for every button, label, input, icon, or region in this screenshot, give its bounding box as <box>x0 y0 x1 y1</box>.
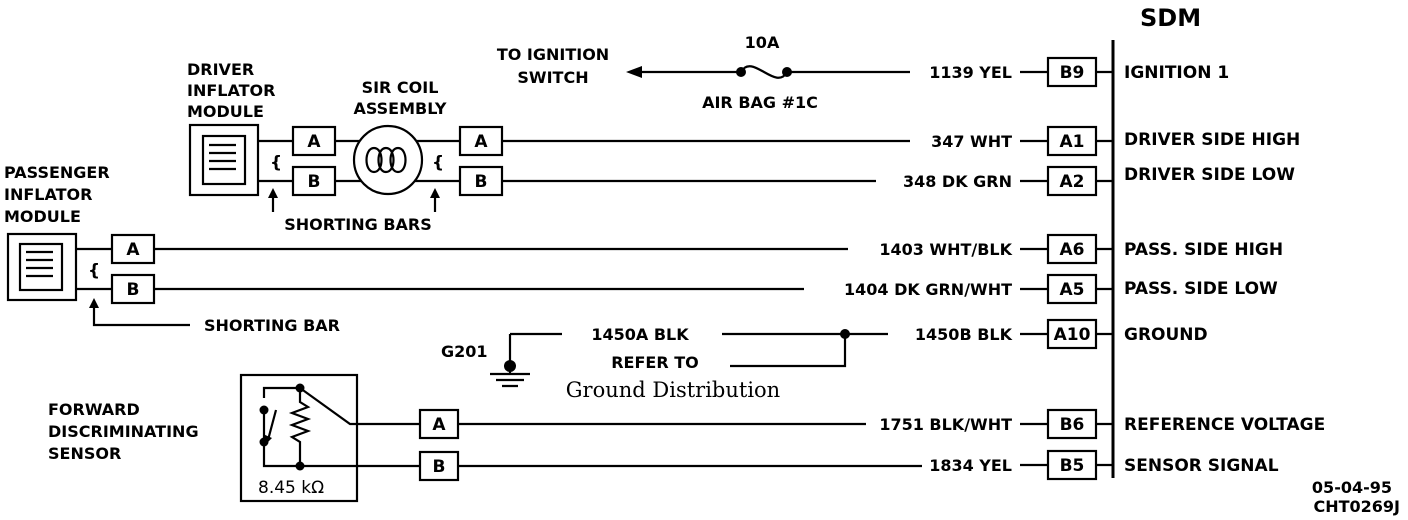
shorting-bars-callout: SHORTING BARS <box>268 188 440 234</box>
connector-a: A <box>474 132 488 152</box>
driver-module-label-1: DRIVER <box>187 60 254 79</box>
pin-label: A1 <box>1060 132 1085 152</box>
sdm-pin-b6: B6 REFERENCE VOLTAGE 1751 BLK/WHT <box>879 408 1325 440</box>
arrow-up-icon <box>268 188 278 198</box>
inflator-icon <box>26 250 53 278</box>
sensor-label-3: SENSOR <box>48 444 121 463</box>
sensor-label-2: DISCRIMINATING <box>48 422 199 441</box>
wire-label: 1751 BLK/WHT <box>879 415 1012 434</box>
ground-wire-a: 1450A BLK <box>591 325 689 344</box>
shorting-bars-label: SHORTING BARS <box>284 215 432 234</box>
sdm-title: SDM <box>1140 4 1201 32</box>
pin-label: B6 <box>1060 415 1085 435</box>
forward-discriminating-sensor: FORWARD DISCRIMINATING SENSOR 8.45 kΩ A … <box>48 373 922 503</box>
wire-label: 1404 DK GRN/WHT <box>844 280 1012 299</box>
sdm-pin-a1: A1 DRIVER SIDE HIGH 347 WHT <box>931 125 1300 157</box>
arrow-up-icon <box>430 188 440 198</box>
shorting-bar-bracket: { <box>88 261 100 281</box>
shorting-bar-bracket: { <box>270 153 282 173</box>
sdm-pin-a10: A10 GROUND 1450B BLK <box>915 318 1208 350</box>
pin-function: REFERENCE VOLTAGE <box>1124 415 1325 435</box>
switch-icon <box>266 409 278 441</box>
sir-coil-label-2: ASSEMBLY <box>353 99 446 118</box>
connector-b: B <box>433 457 446 477</box>
ground-distribution-link[interactable]: Ground Distribution <box>566 378 780 402</box>
resistor-icon <box>288 388 312 466</box>
wire-label: 347 WHT <box>931 132 1012 151</box>
wire-label: 1450B BLK <box>915 325 1013 344</box>
sdm-pin-a2: A2 DRIVER SIDE LOW 348 DK GRN <box>903 165 1295 197</box>
to-ignition-label: TO IGNITION <box>497 45 609 64</box>
ground-icon <box>490 372 530 388</box>
pin-label: B9 <box>1060 63 1085 83</box>
ignition-circuit: TO IGNITION SWITCH 10A AIR BAG #1C <box>497 33 910 112</box>
connector-b: B <box>308 172 321 192</box>
arrow-left-icon <box>626 66 642 78</box>
sensor-resistance: 8.45 kΩ <box>258 478 324 498</box>
arrow-up-icon <box>89 298 99 308</box>
passenger-inflator-module: PASSENGER INFLATOR MODULE { A B SHORTING… <box>4 163 848 335</box>
sir-coil-assembly: SIR COIL ASSEMBLY { A B <box>335 78 910 197</box>
shorting-bar-bracket: { <box>432 153 444 173</box>
pin-label: A10 <box>1054 325 1091 345</box>
pin-label: B5 <box>1060 456 1085 476</box>
connector-a: A <box>126 240 140 260</box>
wire-label: 348 DK GRN <box>903 172 1012 191</box>
driver-module-label-2: INFLATOR <box>187 81 275 100</box>
pin-function: DRIVER SIDE LOW <box>1124 165 1295 185</box>
sdm-pin-a6: A6 PASS. SIDE HIGH 1403 WHT/BLK <box>879 233 1283 265</box>
driver-module-label-3: MODULE <box>187 102 264 121</box>
pin-label: A2 <box>1060 172 1085 192</box>
connector-b: B <box>475 172 488 192</box>
ground-point: G201 <box>441 342 488 361</box>
fuse-rating: 10A <box>745 33 780 52</box>
connector-a: A <box>307 132 321 152</box>
shorting-bar-label: SHORTING BAR <box>204 316 340 335</box>
passenger-module-label-3: MODULE <box>4 207 81 226</box>
footer-date: 05-04-95 <box>1312 478 1392 497</box>
wire-label: 1403 WHT/BLK <box>879 240 1012 259</box>
connector-a: A <box>432 415 446 435</box>
pin-function: IGNITION 1 <box>1124 63 1229 83</box>
pin-function: DRIVER SIDE HIGH <box>1124 130 1300 150</box>
passenger-module-label-1: PASSENGER <box>4 163 110 182</box>
passenger-module-label-2: INFLATOR <box>4 185 92 204</box>
to-ignition-label-2: SWITCH <box>517 68 588 87</box>
sdm-pin-b5: B5 SENSOR SIGNAL 1834 YEL <box>929 449 1279 481</box>
pin-function: PASS. SIDE LOW <box>1124 279 1278 299</box>
ground-circuit: G201 1450A BLK REFER TO Ground Distribut… <box>441 325 888 402</box>
sensor-label-1: FORWARD <box>48 400 140 419</box>
sir-coil-label-1: SIR COIL <box>362 78 439 97</box>
wire-label: 1139 YEL <box>929 63 1012 82</box>
inflator-icon <box>209 143 236 171</box>
sdm-pin-a5: A5 PASS. SIDE LOW 1404 DK GRN/WHT <box>844 273 1278 305</box>
pin-label: A5 <box>1060 280 1085 300</box>
pin-function: GROUND <box>1124 325 1208 345</box>
refer-to-label: REFER TO <box>611 353 699 372</box>
fuse-name: AIR BAG #1C <box>702 93 818 112</box>
coil-icon <box>365 146 407 174</box>
pin-function: PASS. SIDE HIGH <box>1124 240 1283 260</box>
pin-function: SENSOR SIGNAL <box>1124 456 1279 476</box>
sdm-pin-b9: B9 IGNITION 1 1139 YEL <box>929 56 1229 88</box>
footer-code: CHT0269J <box>1313 497 1400 516</box>
pin-label: A6 <box>1060 240 1085 260</box>
driver-inflator-module: DRIVER INFLATOR MODULE { A B <box>187 60 337 197</box>
wire-label: 1834 YEL <box>929 456 1012 475</box>
connector-b: B <box>127 280 140 300</box>
